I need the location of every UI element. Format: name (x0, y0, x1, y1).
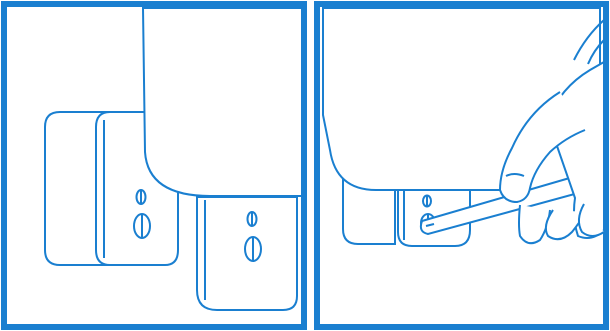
panel-left (1, 1, 307, 330)
screw-holes-left-plate (133, 189, 151, 239)
bracket-left (196, 196, 298, 311)
screw-holes-bracket-left (244, 211, 262, 262)
hand-icon (499, 19, 605, 245)
device-body-left (141, 7, 303, 197)
panel-right (314, 1, 609, 330)
panel-left-frame (1, 1, 307, 330)
panel-right-frame (314, 1, 609, 330)
